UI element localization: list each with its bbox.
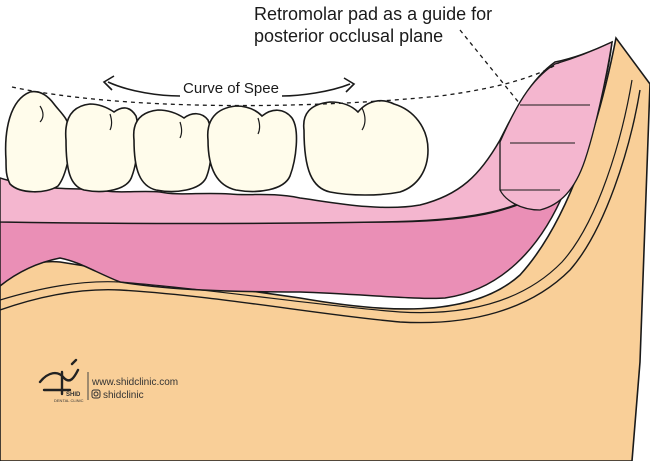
retromolar-label-line-2: posterior occlusal plane bbox=[254, 26, 443, 46]
tooth-4 bbox=[207, 105, 298, 193]
retromolar-guide-line bbox=[459, 29, 521, 105]
curve-of-spee-line bbox=[11, 61, 561, 107]
tooth-2 bbox=[64, 103, 139, 193]
watermark: SHID DENTAL CLINIC www.shidclinic.com sh… bbox=[38, 358, 178, 403]
retromolar-label-line-1: Retromolar pad as a guide for bbox=[254, 4, 492, 24]
tooth-3 bbox=[132, 109, 213, 193]
watermark-brand-sub: DENTAL CLINIC bbox=[54, 398, 84, 403]
curve-of-spee-arrow bbox=[102, 75, 356, 97]
gum-upper bbox=[0, 40, 613, 225]
tooth-fissures bbox=[39, 105, 366, 139]
shid-logo-icon bbox=[38, 358, 80, 396]
curve-of-spee-label: Curve of Spee bbox=[183, 80, 279, 97]
watermark-instagram: shidclinic bbox=[103, 390, 144, 401]
teeth bbox=[4, 90, 429, 196]
watermark-brand: SHID bbox=[66, 392, 81, 398]
tooth-5 bbox=[302, 99, 429, 196]
watermark-website: www.shidclinic.com bbox=[91, 377, 178, 388]
instagram-icon bbox=[91, 389, 101, 399]
retromolar-pad bbox=[499, 40, 613, 211]
tooth-1 bbox=[4, 90, 72, 193]
bone-contour-line-2 bbox=[0, 79, 633, 314]
bone-contour-line-1 bbox=[0, 89, 641, 324]
